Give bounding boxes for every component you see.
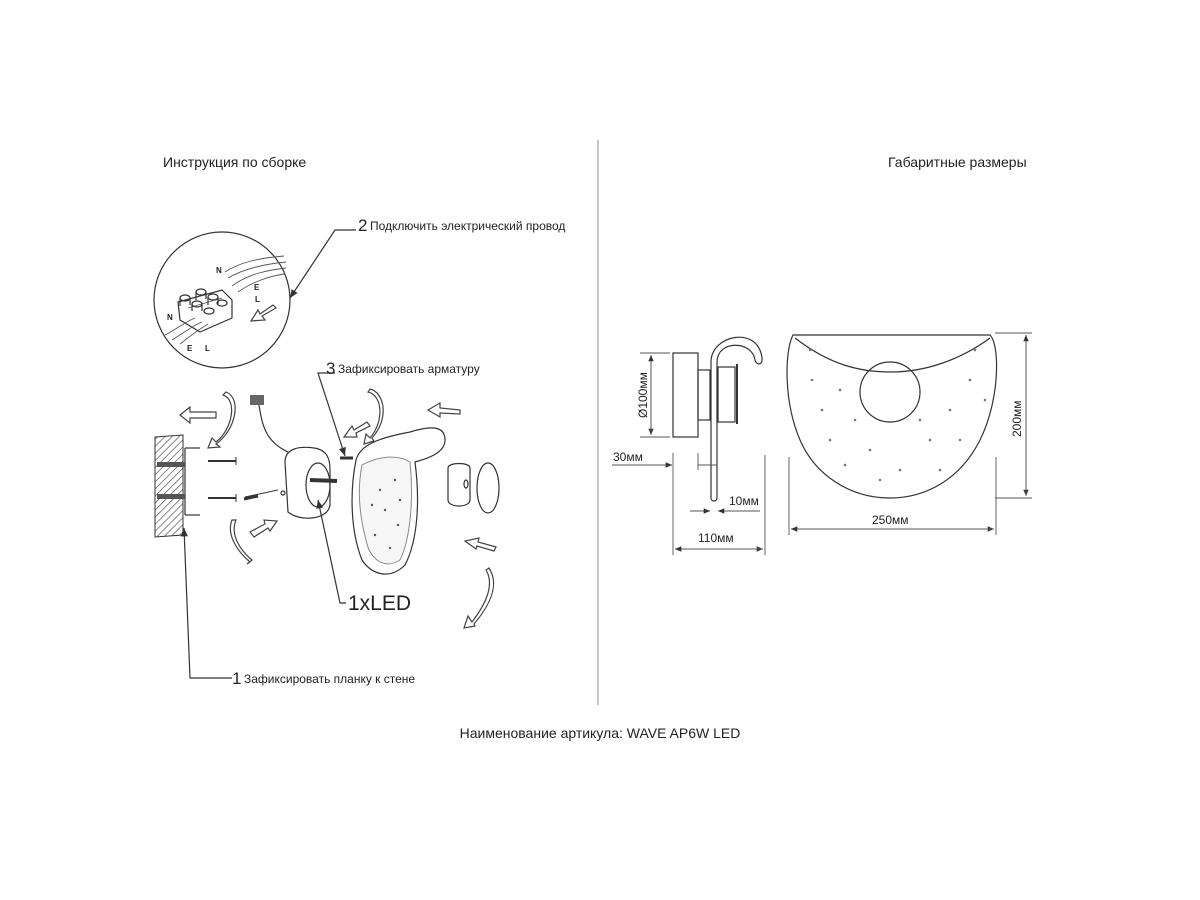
dim-diameter: Ø100мм — [636, 372, 650, 418]
direction-arrows — [179, 401, 497, 552]
step-1-text: Зафиксировать планку к стене — [244, 672, 415, 686]
step-2-text: Подключить электрический провод — [370, 219, 565, 233]
wire-label-e-top: E — [254, 283, 260, 292]
side-view — [672, 336, 763, 502]
wire-label-l-bottom: L — [205, 344, 210, 353]
dim-base-depth: 30мм — [613, 450, 643, 464]
step-3-text: Зафиксировать арматуру — [338, 362, 480, 376]
article-name: Наименование артикула: WAVE AP6W LED — [460, 725, 741, 741]
screws — [208, 456, 353, 502]
led-label: 1xLED — [348, 592, 411, 615]
dimensions-title: Габаритные размеры — [888, 154, 1027, 170]
dim-rod: 10мм — [729, 494, 759, 508]
step-1-callout: 1 Зафиксировать планку к стене — [180, 527, 415, 688]
step-2-number: 2 — [358, 216, 367, 235]
front-view — [786, 334, 998, 499]
wire-label-n-top: N — [216, 266, 222, 275]
dim-total-depth: 110мм — [698, 531, 734, 545]
rotation-arrows — [207, 388, 495, 629]
wire-label-l-top: L — [255, 295, 260, 304]
wiring-detail-circle: N E L N E L — [153, 231, 291, 369]
step-3-callout: 3 Зафиксировать арматуру — [317, 359, 480, 457]
dimension-lines — [612, 332, 1032, 555]
wire-label-e-bottom: E — [187, 344, 193, 353]
dim-width: 250мм — [872, 513, 909, 527]
led-callout: 1xLED — [316, 499, 411, 615]
step-1-number: 1 — [232, 669, 241, 688]
lamp-shade — [351, 427, 500, 575]
assembly-title: Инструкция по сборке — [163, 154, 306, 170]
step-3-number: 3 — [326, 359, 335, 378]
wall-section — [154, 434, 200, 538]
canopy — [250, 395, 331, 519]
dim-height: 200мм — [1010, 400, 1024, 437]
step-2-callout: 2 Подключить электрический провод — [289, 216, 565, 299]
arrow-icon — [249, 304, 277, 322]
wire-label-n-bottom: N — [167, 313, 173, 322]
